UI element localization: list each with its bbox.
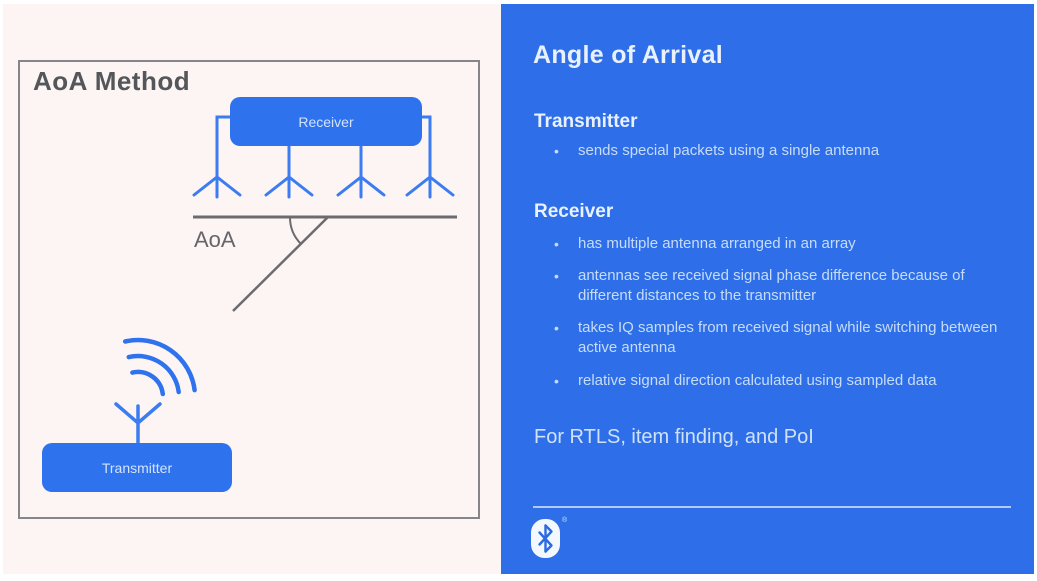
list-item: • sends special packets using a single a… (554, 141, 1004, 161)
list-item-text: antennas see received signal phase diffe… (578, 267, 965, 304)
footer-divider (533, 506, 1011, 508)
aoa-diagram (114, 115, 457, 445)
angle-arc (288, 216, 302, 245)
bullet-icon: • (554, 236, 559, 252)
bluetooth-icon: ® (531, 516, 568, 558)
list-item: • has multiple antenna arranged in an ar… (554, 234, 1004, 254)
signal-waves-icon (122, 337, 197, 397)
aoa-method-frame (18, 60, 480, 519)
list-item: • takes IQ samples from received signal … (554, 318, 1004, 358)
transmitter-antenna-icon (114, 402, 162, 445)
list-item: • relative signal direction calculated u… (554, 371, 1004, 391)
transmitter-node: Transmitter (42, 443, 232, 492)
bluetooth-rune (538, 524, 553, 553)
list-item-text: sends special packets using a single ant… (578, 142, 880, 159)
list-item-text: has multiple antenna arranged in an arra… (578, 235, 856, 252)
list-item-text: relative signal direction calculated usi… (578, 372, 937, 389)
transmitter-node-label: Transmitter (101, 459, 173, 476)
list-item: • antennas see received signal phase dif… (554, 266, 1004, 306)
bullet-icon: • (554, 320, 559, 336)
content-panel (501, 4, 1034, 574)
bullet-icon: • (554, 143, 559, 159)
antenna-array-icon (192, 115, 455, 199)
registered-mark: ® (562, 516, 568, 524)
transmitter-heading: Transmitter (534, 111, 638, 132)
receiver-node: Receiver (230, 97, 422, 146)
diagram-title: AoA Method (33, 66, 191, 96)
receiver-node-label: Receiver (298, 113, 354, 130)
page-title: Angle of Arrival (533, 41, 724, 69)
bullet-icon: • (554, 373, 559, 389)
use-cases-note: For RTLS, item finding, and PoI (534, 426, 814, 448)
bullet-icon: • (554, 268, 559, 284)
aoa-angle-label: AoA (194, 227, 236, 252)
angle-geometry (193, 215, 457, 312)
list-item-text: takes IQ samples from received signal wh… (578, 319, 998, 356)
receiver-heading: Receiver (534, 201, 614, 222)
